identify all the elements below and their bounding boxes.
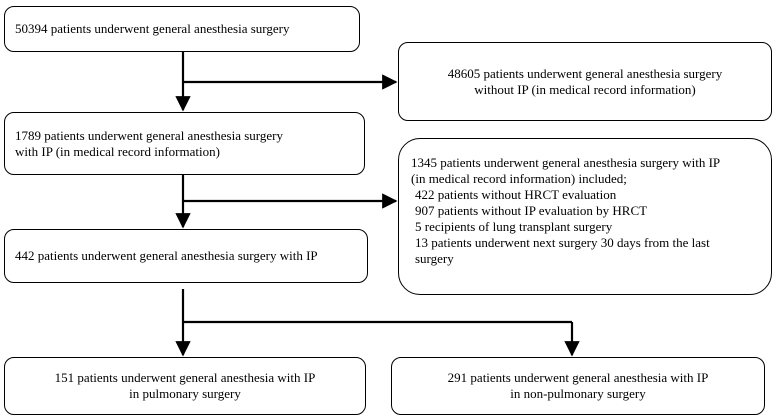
box-non-pulmonary-line-2: in non-pulmonary surgery: [510, 386, 646, 401]
excluded-item-lung-transplant: 5 recipients of lung transplant surgery: [415, 219, 613, 234]
box-with-ip-record-line-1: 1789 patients underwent general anesthes…: [15, 127, 283, 143]
box-with-ip-record: 1789 patients underwent general anesthes…: [4, 112, 365, 175]
box-excluded-no-ip: 48605 patients underwent general anesthe…: [398, 42, 772, 121]
excluded-item-next-surgery: 13 patients underwent next surgery 30 da…: [415, 235, 710, 250]
excluded-item-ip-eval: 907 patients without IP evaluation by HR…: [415, 203, 648, 218]
box-excluded-no-ip-line-1: 48605 patients underwent general anesthe…: [447, 65, 723, 81]
box-pulmonary: 151 patients underwent general anesthesi…: [4, 357, 366, 415]
box-excluded-detail-line-2: (in medical record information) included…: [411, 171, 627, 186]
box-pulmonary-line-1: 151 patients underwent general anesthesi…: [54, 370, 316, 385]
box-total-line-1: 50394 patients underwent general anesthe…: [15, 21, 290, 36]
box-excluded-detail-line-1: 1345 patients underwent general anesthes…: [411, 155, 721, 170]
excluded-item-hrct: 422 patients without HRCT evaluation: [415, 187, 617, 202]
box-non-pulmonary: 291 patients underwent general anesthesi…: [391, 357, 765, 415]
box-total: 50394 patients underwent general anesthe…: [4, 6, 360, 52]
box-pulmonary-line-2: in pulmonary surgery: [129, 386, 241, 401]
box-with-ip: 442 patients underwent general anesthesi…: [4, 229, 368, 283]
box-non-pulmonary-line-1: 291 patients underwent general anesthesi…: [447, 370, 709, 385]
box-with-ip-line-1: 442 patients underwent general anesthesi…: [15, 248, 318, 263]
box-excluded-no-ip-line-2: without IP (in medical record informatio…: [474, 81, 696, 97]
box-with-ip-record-line-2: with IP (in medical record information): [15, 143, 220, 159]
box-excluded-detail: 1345 patients underwent general anesthes…: [398, 138, 772, 295]
excluded-item-next-surgery-cont: surgery: [415, 251, 454, 266]
